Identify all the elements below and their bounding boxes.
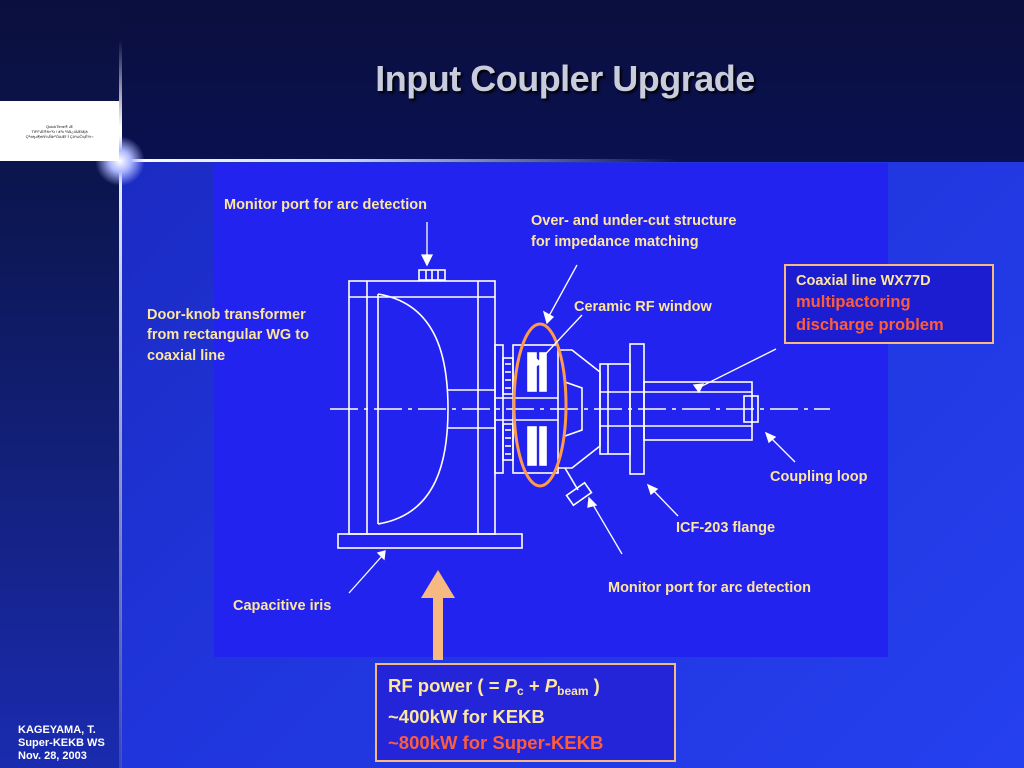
rf-p2: P: [544, 675, 558, 696]
rf-super-kekb: ~800kW for Super-KEKB: [388, 732, 604, 753]
leader-monitor-bottom: [591, 502, 623, 555]
logo-line: Çª±êµî¶éñÍ¼ÑÞºÒôÆÏ·Î Çð¾íÒí¡Ê½¬: [25, 133, 94, 139]
label-monitor-top: Monitor port for arc detection: [224, 197, 427, 213]
leader-coaxial: [697, 348, 777, 389]
rf-suffix: ): [588, 675, 600, 696]
label-capacitive: Capacitive iris: [233, 598, 332, 614]
rf-power-arrow: [421, 570, 455, 660]
footer-author: KAGEYAMA, T.: [18, 724, 96, 736]
label-coupling: Coupling loop: [770, 469, 868, 485]
diagram-panel: [214, 163, 888, 657]
logo-line: TIFFÆ®ñ«³ú / â³ó ²ðÄ¿öÌÆîã¦ä: [31, 128, 88, 134]
rf-plus: +: [523, 675, 545, 696]
rf-power-formula: RF power ( = Pc + Pbeam ): [388, 673, 663, 704]
rf-power-box: RF power ( = Pc + Pbeam ) ~400kW for KEK…: [375, 663, 676, 762]
base-plate: [337, 533, 523, 549]
slide-title: Input Coupler Upgrade: [375, 58, 755, 99]
window-highlight-ellipse: [512, 322, 568, 488]
leader-ceramic: [538, 314, 583, 362]
label-ceramic: Ceramic RF window: [574, 299, 712, 315]
label-monitor-bottom: Monitor port for arc detection: [608, 580, 811, 596]
window-flange-left: [494, 344, 504, 474]
header-band: [0, 0, 1024, 162]
leader-icf: [651, 488, 679, 517]
coax-problem-2: discharge problem: [796, 316, 944, 334]
vertical-divider: [119, 40, 122, 768]
coax-problem-1: multipactoring: [796, 293, 911, 311]
rf-sub2: beam: [557, 684, 589, 698]
label-icf: ICF-203 flange: [676, 520, 776, 536]
waveguide-body: [348, 280, 496, 535]
footer-event: Super-KEKB WS: [18, 737, 105, 749]
rf-p1: P: [504, 675, 518, 696]
label-doorknob-2: from rectangular WG to: [147, 327, 309, 343]
leader-coupling: [769, 436, 796, 463]
footer-date: Nov. 28, 2003: [18, 750, 87, 762]
horizontal-divider: [121, 159, 681, 162]
bottom-monitor-port: [565, 481, 593, 507]
label-doorknob-3: coaxial line: [147, 348, 226, 364]
coaxial-line: [643, 381, 753, 441]
leader-overcut: [548, 264, 578, 317]
coaxial-callout-box: Coaxial line WX77D multipactoring discha…: [784, 264, 994, 344]
logo-line: QuickTime® Æ: [45, 123, 74, 129]
leader-capacitive: [348, 555, 383, 594]
label-overcut-2: for impedance matching: [531, 234, 699, 250]
coax-line-name: Coaxial line WX77D: [796, 273, 931, 289]
door-knob-curve: [377, 293, 449, 525]
author-footer: KAGEYAMA, T. Super-KEKB WS Nov. 28, 2003: [18, 724, 105, 763]
quicktime-placeholder-logo: QuickTime® Æ TIFFÆ®ñ«³ú / â³ó ²ðÄ¿öÌÆîã¦…: [0, 101, 119, 161]
rf-kekb: ~400kW for KEKB: [388, 706, 545, 727]
rf-sub1: c: [517, 684, 524, 698]
rf-prefix: RF power ( =: [388, 675, 505, 696]
label-overcut-1: Over- and under-cut structure: [531, 213, 737, 229]
label-doorknob-1: Door-knob transformer: [147, 307, 306, 323]
